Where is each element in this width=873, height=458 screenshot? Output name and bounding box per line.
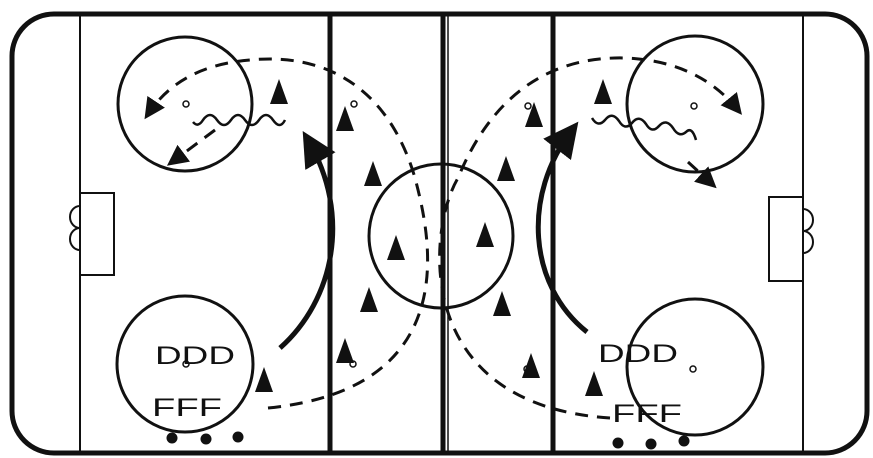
triangle-icon <box>360 287 378 312</box>
left-goal-net <box>69 192 115 276</box>
triangle-icon <box>525 102 543 127</box>
triangle-icon <box>336 106 354 131</box>
left-solid-arrow <box>278 130 336 350</box>
triangle-icon <box>336 338 354 363</box>
triangle-icon <box>497 156 515 181</box>
right-goal-net <box>768 196 814 282</box>
center-faceoff-circle <box>367 162 515 310</box>
left-forwards-label: FFF <box>152 394 222 422</box>
puck-dot-icon <box>645 438 657 450</box>
rink-boards <box>9 11 870 456</box>
skating-paths <box>144 56 742 420</box>
player-markers <box>255 79 612 396</box>
faceoff-circle-bottom-left <box>115 294 255 434</box>
triangle-icon <box>387 235 405 260</box>
stickhandle-lines <box>192 113 698 141</box>
left-defense-label: DDD <box>155 342 235 370</box>
triangle-icon <box>255 367 273 392</box>
right-forwards-label: FFF <box>612 400 682 428</box>
puck-dot-icon <box>612 437 624 449</box>
faceoff-circle-bottom-right <box>625 297 765 437</box>
left-skate-path <box>144 57 430 410</box>
right-wavy-line <box>590 114 698 141</box>
triangle-icon <box>522 353 540 378</box>
triangle-icon <box>493 291 511 316</box>
pucks <box>166 431 690 450</box>
right-pass-dash <box>686 160 717 189</box>
right-solid-arrow <box>535 121 589 334</box>
triangle-icon <box>270 79 288 104</box>
right-defense-label: DDD <box>598 340 678 368</box>
triangle-icon <box>594 79 612 104</box>
solid-paths <box>278 121 589 350</box>
puck-dot-icon <box>166 432 178 444</box>
faceoff-circle-top-left <box>116 35 254 173</box>
puck-dot-icon <box>232 431 244 443</box>
left-pass-dash <box>166 128 216 166</box>
right-skate-path <box>438 56 742 420</box>
puck-dot-icon <box>678 435 690 447</box>
triangle-icon <box>476 222 494 247</box>
triangle-icon <box>585 371 603 396</box>
triangle-icon <box>364 161 382 186</box>
left-wavy-line <box>192 113 287 127</box>
puck-dot-icon <box>200 433 212 445</box>
